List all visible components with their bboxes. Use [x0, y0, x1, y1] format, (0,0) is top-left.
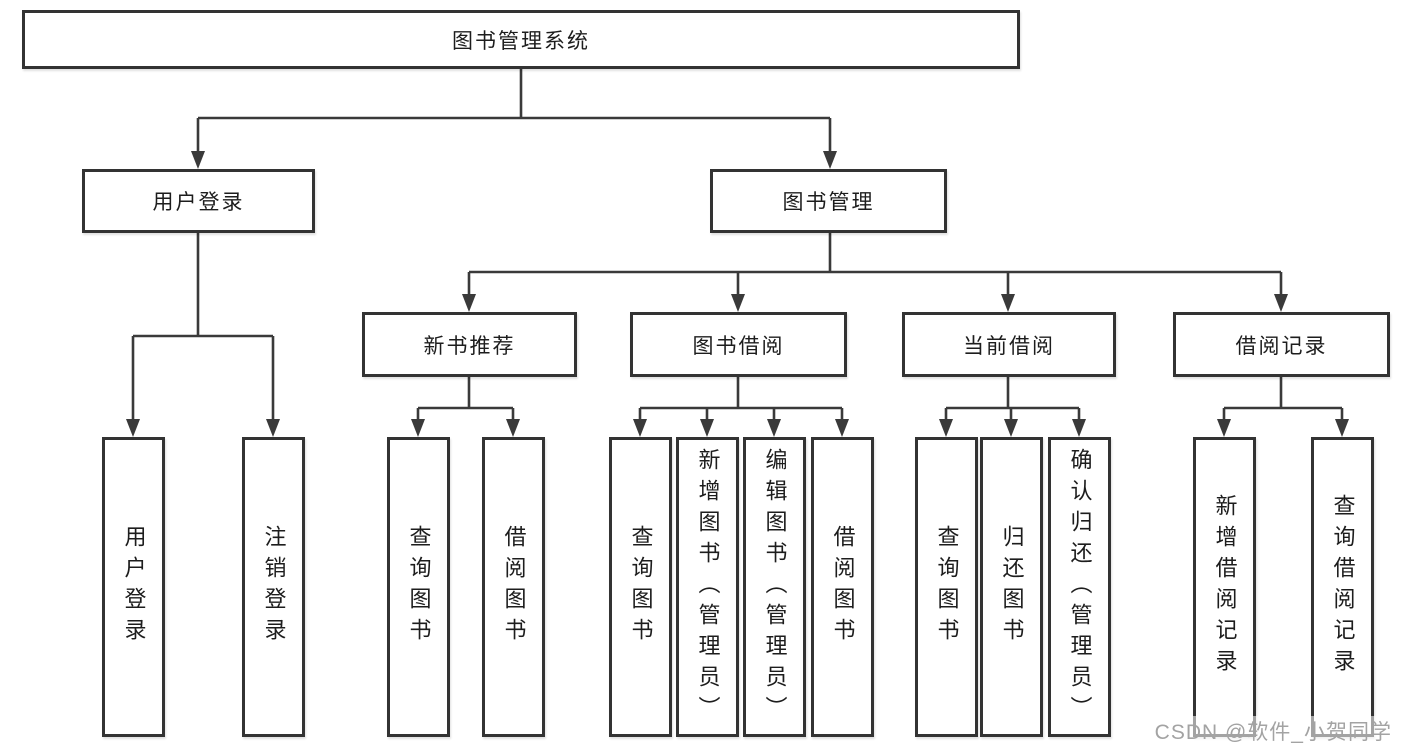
arrowheads [126, 151, 1349, 437]
node-label: 图书管理系统 [452, 29, 590, 53]
csdn-watermark: CSDN @软件_小贺同学 [1151, 716, 1395, 746]
node-label: 新书推荐 [423, 334, 516, 358]
connector-path [131, 68, 1344, 421]
node-label: 新增图书（管理员） [695, 447, 721, 727]
node-current-borrowing: 当前借阅 [902, 312, 1116, 377]
node-return-books: 归还图书 [980, 437, 1043, 737]
node-label: 归还图书 [999, 525, 1025, 649]
node-book-management: 图书管理 [710, 169, 947, 233]
node-logout-action: 注销登录 [242, 437, 305, 737]
node-query-books-current: 查询图书 [915, 437, 978, 737]
node-label: 用户登录 [152, 191, 245, 214]
node-label: 查询图书 [406, 525, 432, 649]
node-label: 借阅图书 [501, 525, 527, 649]
node-add-borrow-record: 新增借阅记录 [1193, 437, 1256, 737]
node-label: 注销登录 [261, 525, 287, 649]
node-library-management-system: 图书管理系统 [22, 10, 1020, 69]
node-user-login: 用户登录 [82, 169, 315, 233]
node-query-books-recommend: 查询图书 [387, 437, 450, 737]
node-label: 当前借阅 [963, 334, 1055, 358]
node-label: 查询图书 [628, 525, 654, 649]
node-label: 编辑图书（管理员） [762, 447, 788, 727]
node-query-borrow-record: 查询借阅记录 [1311, 437, 1374, 737]
node-borrowing-records: 借阅记录 [1173, 312, 1390, 377]
node-label: 图书借阅 [692, 334, 785, 358]
node-label: 查询图书 [934, 525, 960, 649]
node-borrow-books-borrowing: 借阅图书 [811, 437, 874, 737]
node-new-book-recommendation: 新书推荐 [362, 312, 577, 377]
node-label: 借阅图书 [830, 525, 856, 649]
node-add-books-admin: 新增图书（管理员） [676, 437, 739, 737]
node-label: 查询借阅记录 [1330, 494, 1356, 680]
node-label: 图书管理 [782, 191, 875, 214]
node-book-borrowing: 图书借阅 [630, 312, 847, 377]
node-label: 用户登录 [121, 525, 147, 649]
node-user-login-action: 用户登录 [102, 437, 165, 737]
node-label: 新增借阅记录 [1212, 494, 1238, 680]
node-query-books-borrowing: 查询图书 [609, 437, 672, 737]
node-label: 借阅记录 [1235, 334, 1328, 358]
node-borrow-books-recommend: 借阅图书 [482, 437, 545, 737]
node-label: 确认归还（管理员） [1067, 447, 1093, 727]
node-edit-books-admin: 编辑图书（管理员） [743, 437, 806, 737]
node-confirm-return-admin: 确认归还（管理员） [1048, 437, 1111, 737]
